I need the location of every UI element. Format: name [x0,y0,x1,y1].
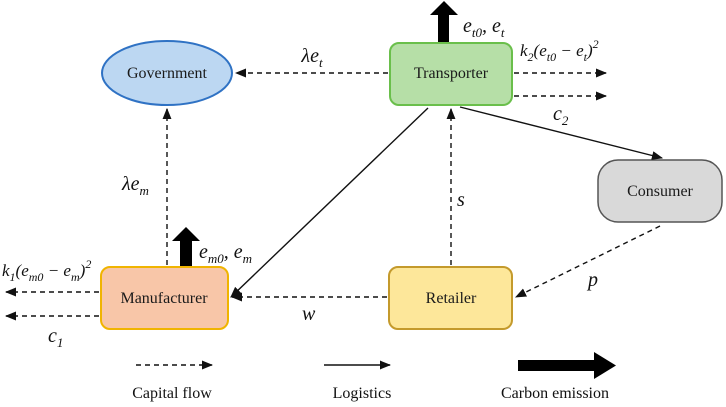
legend-logistics-label: Logistics [333,385,392,402]
consumer-node: Consumer [597,159,723,223]
transporter-cost-label-1: k2(et0 − et)2 [520,37,599,64]
government-shape [101,40,233,106]
consumer-label: Consumer [627,183,693,200]
transporter-cost-label-2: c2 [553,103,569,128]
legend-carbon-emission-symbol [518,352,616,379]
transporter-node: Transporter [389,42,513,106]
manufacturer-emission-arrow [172,227,200,266]
legend-carbon-emission-label: Carbon emission [501,385,609,402]
manufacturer-emission-label: em0, em [199,241,252,266]
manufacturer-cost-label-2: c1 [48,325,63,350]
transporter-to-government-label: λet [300,45,323,70]
legend: Capital flow Logistics Carbon emission [132,352,616,402]
government-label: Government [127,65,208,82]
consumer-shape [597,159,723,223]
transporter-to-consumer-arrow [459,106,664,160]
retailer-label: Retailer [426,290,477,307]
legend-capital-flow-label: Capital flow [132,385,212,402]
retailer-node: Retailer [388,266,513,330]
transporter-emission-arrow [430,1,458,42]
manufacturer-to-government-label: λem [121,173,149,198]
manufacturer-cost-label-1: k1(em0 − em)2 [2,257,91,284]
government-node: Government [101,40,233,106]
consumer-to-retailer-label: p [586,269,598,291]
transporter-emission-label: et0, et [463,15,505,40]
transporter-label: Transporter [414,65,489,82]
transporter-shape [389,42,513,106]
manufacturer-node: Manufacturer [100,266,229,330]
retailer-shape [388,266,513,330]
retailer-to-manufacturer-label: w [302,303,316,325]
transporter-to-manufacturer-arrow [230,107,429,298]
retailer-to-transporter-label: s [457,189,465,211]
manufacturer-shape [100,266,229,330]
manufacturer-label: Manufacturer [120,290,208,307]
